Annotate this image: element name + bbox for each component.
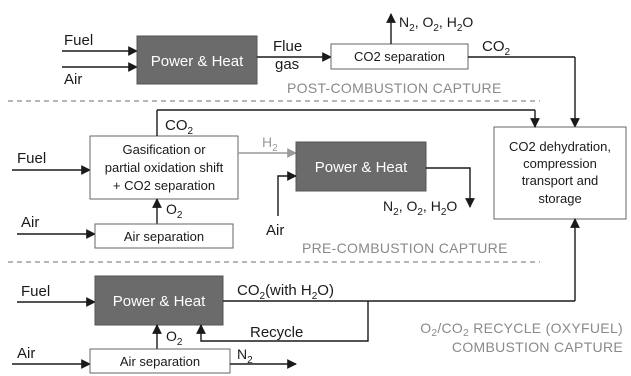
pre-exhaust-arrow: [426, 167, 475, 208]
post-fuel-label: Fuel: [64, 32, 93, 49]
pre-o2-label: O2: [166, 201, 183, 221]
pre-combustion-section: Fuel Gasification or partial oxidation s…: [12, 109, 540, 256]
post-co2-separation-label: CO2 separation: [354, 49, 445, 64]
storage-line-1: CO2 dehydration,: [509, 139, 611, 154]
pre-section-label: PRE-COMBUSTION CAPTURE: [302, 240, 508, 256]
gasification-line-2: partial oxidation shift: [105, 160, 224, 175]
h2-label: H2: [262, 134, 278, 154]
oxy-air-separation-label: Air separation: [120, 354, 200, 369]
pre-air-to-power-arrow: [277, 171, 297, 216]
post-flue-label: Flue: [273, 38, 302, 55]
oxy-air-separation-box: [89, 348, 231, 374]
recycle-label: Recycle: [250, 324, 303, 341]
post-air-label: Air: [64, 71, 82, 88]
oxy-o2-label: O2: [166, 328, 183, 348]
gasification-line-3: + CO2 separation: [113, 178, 215, 193]
post-section-label: POST-COMBUSTION CAPTURE: [287, 80, 502, 96]
post-co2-separation-box: [330, 43, 469, 70]
post-power-heat-label: Power & Heat: [151, 53, 244, 70]
pre-power-heat-box: [295, 141, 427, 192]
pre-air-label: Air: [21, 214, 39, 231]
oxy-air-label: Air: [17, 345, 35, 362]
post-power-heat-box: [136, 35, 258, 85]
oxy-section-label-line-2: COMBUSTION CAPTURE: [452, 339, 623, 355]
oxyfuel-section: Fuel Power & Heat CO2(with H2O) Recycle …: [12, 218, 623, 374]
post-co2-label: CO2: [482, 38, 511, 58]
gasification-box: [89, 135, 239, 200]
oxy-co2-label: CO2(with H2O): [237, 282, 334, 302]
recycle-arrow: [196, 301, 369, 342]
oxy-power-heat-box: [94, 275, 224, 326]
storage-line-4: storage: [538, 191, 581, 206]
pre-air-to-power-label: Air: [266, 222, 284, 239]
pre-power-heat-label: Power & Heat: [315, 159, 408, 176]
pre-air-separation-box: [94, 223, 234, 249]
storage-line-2: compression: [523, 156, 597, 171]
pre-air-separation-label: Air separation: [124, 229, 204, 244]
pre-fuel-label: Fuel: [17, 150, 46, 167]
storage-line-3: transport and: [522, 173, 599, 188]
storage-section: CO2 dehydration, compression transport a…: [493, 126, 627, 220]
pre-co2-label: CO2: [165, 117, 194, 137]
oxy-power-heat-label: Power & Heat: [113, 293, 206, 310]
post-combustion-section: Fuel Air Power & Heat Flue gas CO2 separ…: [62, 13, 580, 128]
oxy-fuel-label: Fuel: [21, 283, 50, 300]
post-vent-label: N2, O2, H2O: [399, 14, 473, 34]
pre-exhaust-label: N2, O2, H2O: [383, 198, 457, 218]
oxy-section-label-line-1: O2/CO2 RECYCLE (OXYFUEL): [420, 320, 623, 339]
gasification-line-1: Gasification or: [122, 142, 206, 157]
co2-storage-box: [493, 126, 627, 220]
post-gas-label: gas: [275, 56, 299, 73]
oxy-n2-label: N2: [237, 346, 253, 366]
